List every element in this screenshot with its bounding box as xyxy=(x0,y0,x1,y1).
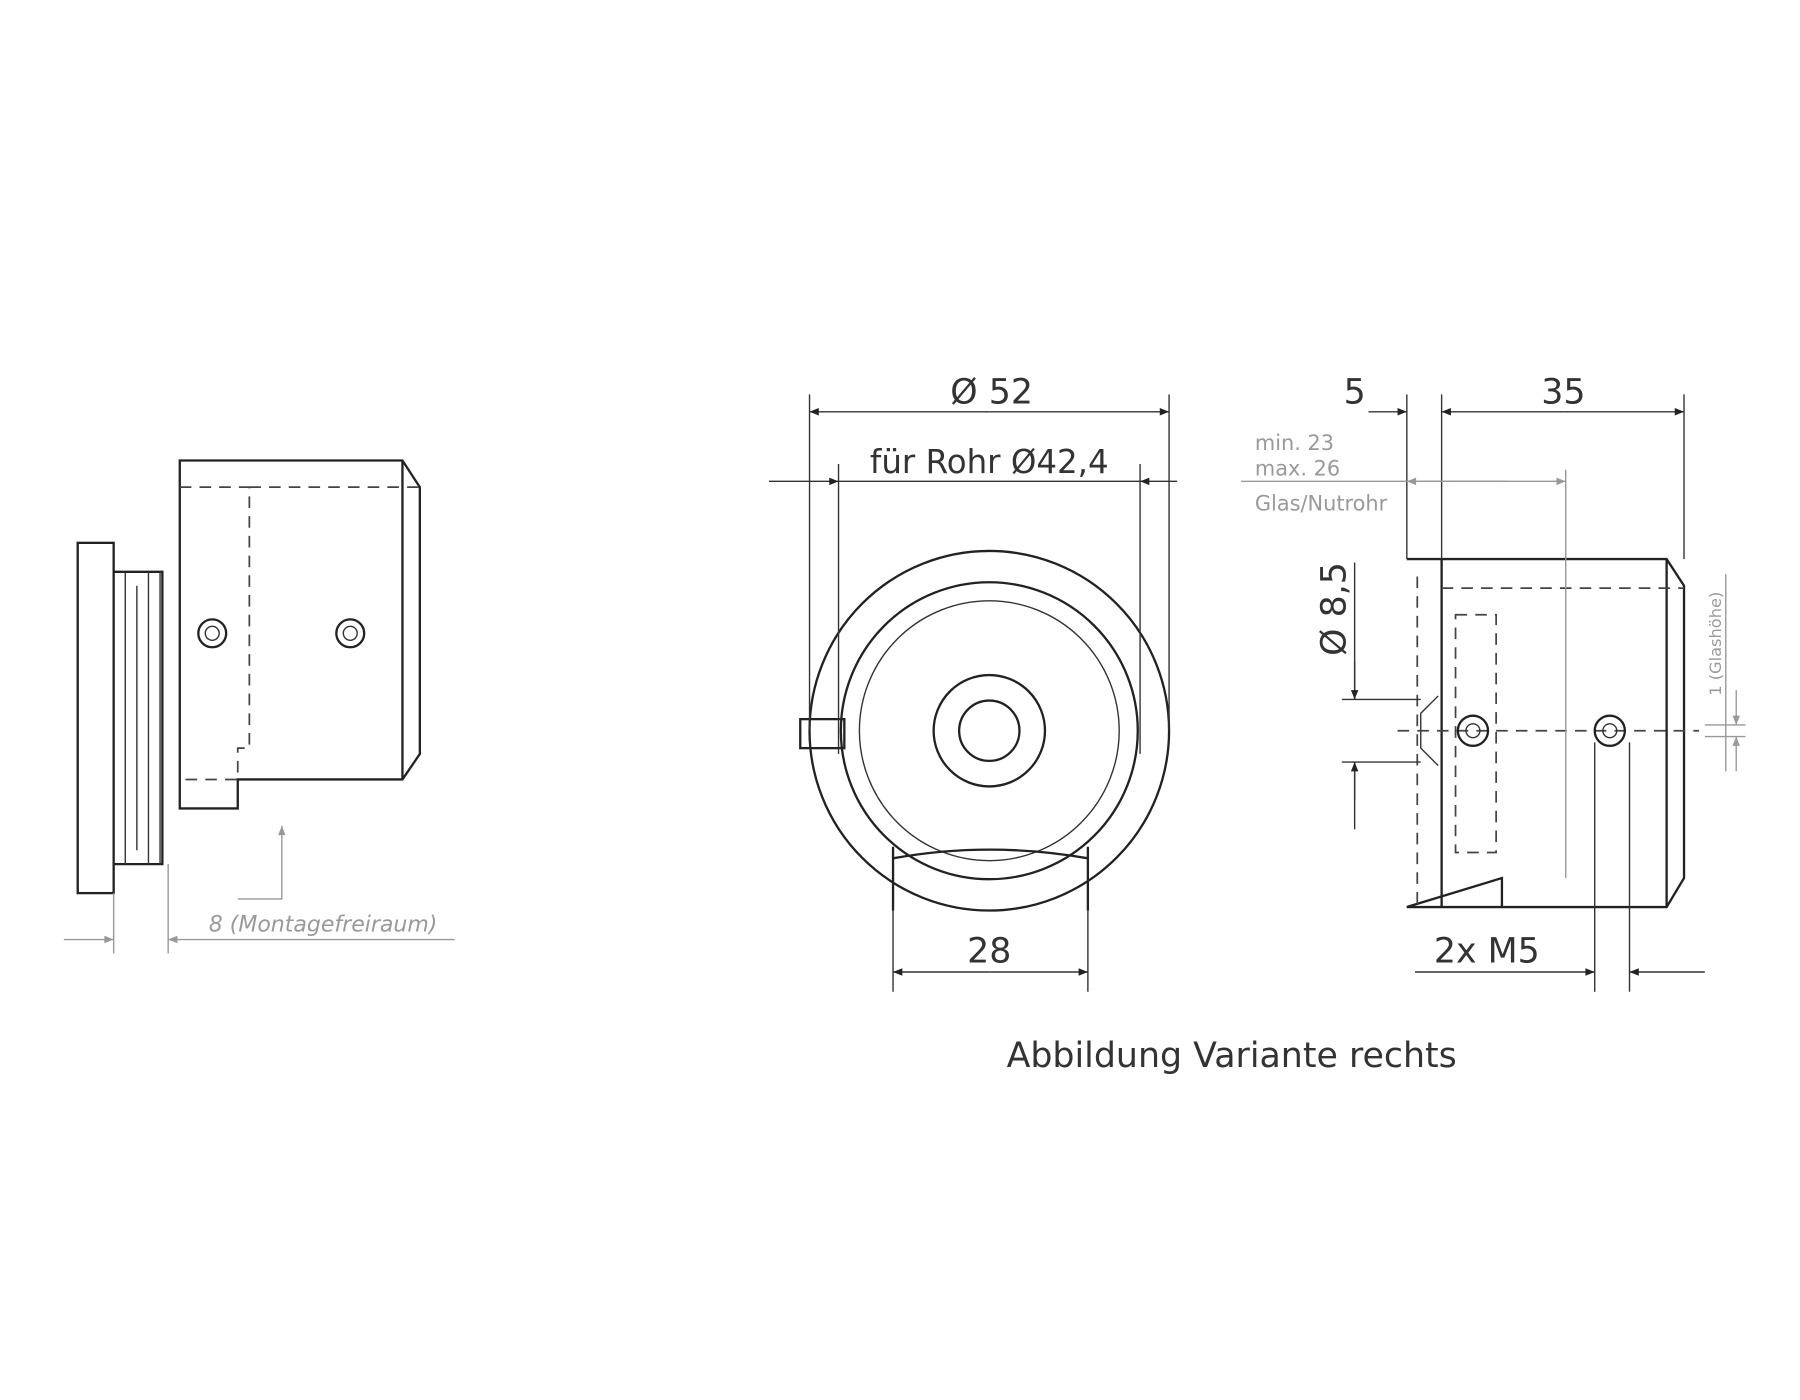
glass-max-label: max. 26 xyxy=(1255,457,1340,481)
outer-diameter-label: Ø 52 xyxy=(950,373,1033,413)
left-view: 8 (Montagefreiraum) xyxy=(63,459,455,954)
side-view: 5 35 min. 23 max. 26 Glas/Nutrohr Ø 8,5 … xyxy=(1240,373,1746,992)
dim-35-label: 35 xyxy=(1541,373,1585,413)
bore-diameter-label: Ø 8,5 xyxy=(1314,562,1354,656)
hub xyxy=(113,570,164,866)
clearance-label: 8 (Montagefreiraum) xyxy=(209,912,438,937)
tube-label: für Rohr Ø42,4 xyxy=(870,443,1109,481)
thread-label: 2x M5 xyxy=(1434,932,1540,972)
clamp-body-side xyxy=(1406,557,1686,909)
clearance-arrow xyxy=(237,825,286,900)
screw-icon xyxy=(1593,714,1627,747)
screw-icon xyxy=(1456,714,1490,747)
glass-height-label: 1 (Glashöhe) xyxy=(1706,592,1725,696)
dim-5-label: 5 xyxy=(1344,373,1366,413)
glass-min-label: min. 23 xyxy=(1255,431,1334,455)
clamp-body xyxy=(178,459,422,810)
caption: Abbildung Variante rechts xyxy=(1007,1036,1457,1076)
screw-icon xyxy=(197,618,228,649)
set-screw xyxy=(799,717,846,750)
screw-icon xyxy=(335,618,366,649)
glass-type-label: Glas/Nutrohr xyxy=(1255,491,1388,515)
flange xyxy=(76,541,115,895)
front-view: Ø 52 für Rohr Ø42,4 28 xyxy=(768,373,1178,992)
flat-width-label: 28 xyxy=(967,932,1011,972)
